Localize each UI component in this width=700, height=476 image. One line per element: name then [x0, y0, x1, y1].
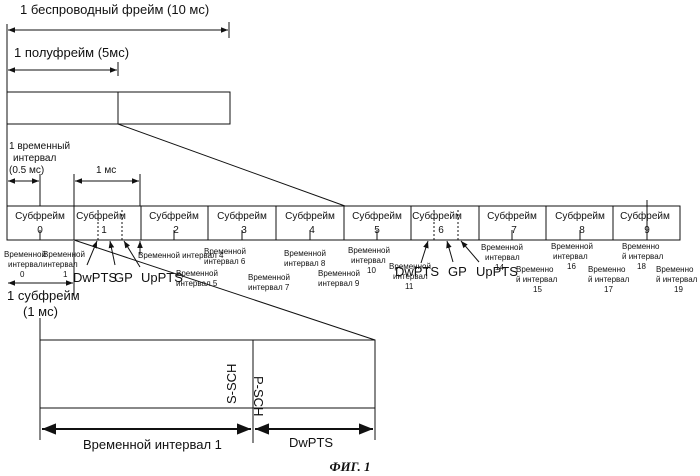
detail-box [40, 340, 375, 408]
subframe-8-num: 8 [579, 225, 585, 236]
subframe-0-num: 0 [37, 225, 43, 236]
slot-label-line2: интервал [13, 153, 56, 164]
slot-11-l3: 11 [405, 282, 414, 291]
slot-9-l2: интервал 9 [318, 279, 360, 288]
dwpts-label-1: DwPTS [73, 270, 117, 285]
slot-1-l3: 1 [63, 270, 68, 279]
slot-6-l2: интервал 6 [204, 257, 246, 266]
slot-label-9: Временной интервал 9 [318, 269, 360, 288]
subframe-2-name: Субфрейм [149, 210, 199, 222]
slot-10-l1: Временной [348, 246, 390, 255]
slot-15-l1: Временно [516, 265, 554, 274]
slot-label-0: Временной интервал 0 [4, 250, 46, 279]
subframe-1: Субфрейм 1 [76, 210, 126, 236]
slot-label-7: Временной интервал 7 [248, 273, 290, 292]
slot-10-l3: 10 [367, 266, 376, 275]
subframe-3-num: 3 [241, 225, 247, 236]
slot-15-l2: й интервал [516, 275, 558, 284]
slot-17-l3: 17 [604, 285, 613, 294]
subframe-7-num: 7 [511, 225, 517, 236]
slot-16-l3: 16 [567, 262, 576, 271]
uppts-arrow-6 [461, 241, 479, 262]
subframe-2-num: 2 [173, 225, 179, 236]
slot-8-l2: интервал 8 [284, 259, 326, 268]
slot-14-l2: интервал [485, 253, 520, 262]
subframe-7-name: Субфрейм [487, 210, 537, 222]
radio-frame-label: 1 беспроводный фрейм (10 мс) [20, 2, 209, 17]
slot-17-l2: й интервал [588, 275, 630, 284]
slot-18-l2: й интервал [622, 252, 664, 261]
subframe-label-line1: 1 субфрейм [7, 288, 80, 303]
slot-7-l1: Временной [248, 273, 290, 282]
dwpts-arrow-6 [421, 241, 428, 263]
slot-18-l1: Временно [622, 242, 660, 251]
slot-0-l1: Временной [4, 250, 46, 259]
subframe-4-name: Субфрейм [285, 210, 335, 222]
slot-6-l1: Временной [204, 247, 246, 256]
subframe-6-num: 6 [438, 225, 444, 236]
ms-label: 1 мс [96, 165, 116, 176]
slot-label-17: Временно й интервал 17 [588, 265, 630, 294]
subframe-8-name: Субфрейм [555, 210, 605, 222]
gp-label-6: GP [448, 264, 467, 279]
subframe-7: Субфрейм 7 [487, 210, 537, 236]
slot-label-19: Временно й интервал 19 [656, 265, 698, 294]
slot-9-l1: Временной [318, 269, 360, 278]
subframe-3-name: Субфрейм [217, 210, 267, 222]
subframe-9-num: 9 [644, 225, 650, 236]
slot-15-l3: 15 [533, 285, 542, 294]
psch-label: P-SCH [251, 376, 266, 416]
slot-label-line1: 1 временный [9, 141, 70, 152]
subframe-0: Субфрейм 0 [15, 210, 65, 236]
subframe-5-name: Субфрейм [352, 210, 402, 222]
slot-17-l1: Временно [588, 265, 626, 274]
slot-18-l3: 18 [637, 262, 646, 271]
gp-label-1: GP [114, 270, 133, 285]
slot-label-15: Временно й интервал 15 [516, 265, 558, 294]
slot-7-l2: интервал 7 [248, 283, 290, 292]
subframe-6: Субфрейм 6 [412, 210, 462, 236]
subframe-6-name: Субфрейм [412, 210, 462, 222]
slot-label-6: Временной интервал 6 [204, 247, 246, 266]
slot-0-l2: интервал [8, 260, 43, 269]
subframe-0-name: Субфрейм [15, 210, 65, 222]
slot-8-l1: Временной [284, 249, 326, 258]
slot-19-l3: 19 [674, 285, 683, 294]
dwpts-bottom-label: DwPTS [289, 435, 333, 450]
uppts-label-1: UpPTS [141, 270, 183, 285]
zoom-line-right [118, 124, 345, 206]
slot1-bottom-label: Временной интервал 1 [83, 437, 222, 452]
subframe-8: Субфрейм 8 [555, 210, 605, 236]
subframe-9-name: Субфрейм [620, 210, 670, 222]
subframe-3: Субфрейм 3 [217, 210, 267, 236]
subframe-4-num: 4 [309, 225, 315, 236]
slot-19-l1: Временно [656, 265, 694, 274]
subframe-5-num: 5 [374, 225, 380, 236]
subframe-label-line2: (1 мс) [23, 304, 58, 319]
subframe-4: Субфрейм 4 [285, 210, 335, 236]
slot-16-l2: интервал [553, 252, 588, 261]
slot-0-l3: 0 [20, 270, 25, 279]
slot-label-line3: (0.5 мс) [9, 165, 44, 176]
subframe-1-num: 1 [101, 225, 107, 236]
subframe-2: Субфрейм 2 [149, 210, 199, 236]
slot-1-l1: Временной [43, 250, 85, 259]
slot-16-l1: Временной [551, 242, 593, 251]
slot-1-l2: интервал [43, 260, 78, 269]
subframe-9: Субфрейм 9 [620, 210, 670, 236]
subframe-1-name: Субфрейм [76, 210, 126, 222]
slot-10-l2: интервал [351, 256, 386, 265]
slot-label-8: Временной интервал 8 [284, 249, 326, 268]
dwpts-label-6: DwPTS [395, 264, 439, 279]
ssch-label: S-SCH [224, 364, 239, 404]
subframe-5: Субфрейм 5 [352, 210, 402, 236]
gp-arrow-6 [447, 241, 453, 262]
uppts-label-6: UpPTS [476, 264, 518, 279]
slot-19-l2: й интервал [656, 275, 698, 284]
slot-label-16: Временной интервал 16 [551, 242, 593, 271]
half-frame-label: 1 полуфрейм (5мс) [14, 45, 129, 60]
slot-14-l1: Временной [481, 243, 523, 252]
figure-caption: ФИГ. 1 [329, 459, 370, 474]
